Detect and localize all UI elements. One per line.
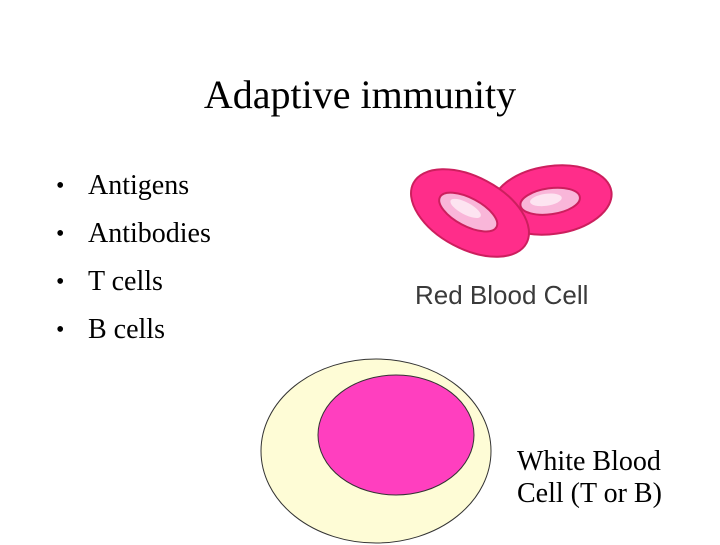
bullet-item: • Antigens [56, 162, 211, 210]
slide-title: Adaptive immunity [0, 70, 720, 120]
bullet-dot: • [56, 258, 64, 306]
bullet-dot: • [56, 306, 64, 354]
bullet-text: T cells [88, 266, 163, 297]
bullet-text: Antibodies [88, 218, 211, 249]
white-blood-cell-label-line2: Cell (T or B) [517, 478, 662, 510]
bullet-dot: • [56, 210, 64, 258]
bullet-list: • Antigens • Antibodies • T cells • B ce… [56, 162, 211, 354]
bullet-text: Antigens [88, 170, 189, 201]
bullet-dot: • [56, 162, 64, 210]
bullet-text: B cells [88, 314, 165, 345]
white-blood-cell-illustration [258, 355, 498, 545]
white-blood-cell-label: White Blood Cell (T or B) [517, 446, 662, 510]
white-blood-cell-label-line1: White Blood [517, 446, 662, 478]
bullet-item: • B cells [56, 306, 211, 354]
bullet-item: • T cells [56, 258, 211, 306]
red-blood-cell-illustration [400, 155, 615, 265]
bullet-item: • Antibodies [56, 210, 211, 258]
red-blood-cell-front [400, 155, 543, 265]
red-blood-cell-label: Red Blood Cell [415, 278, 588, 312]
wbc-nucleus [318, 375, 474, 495]
